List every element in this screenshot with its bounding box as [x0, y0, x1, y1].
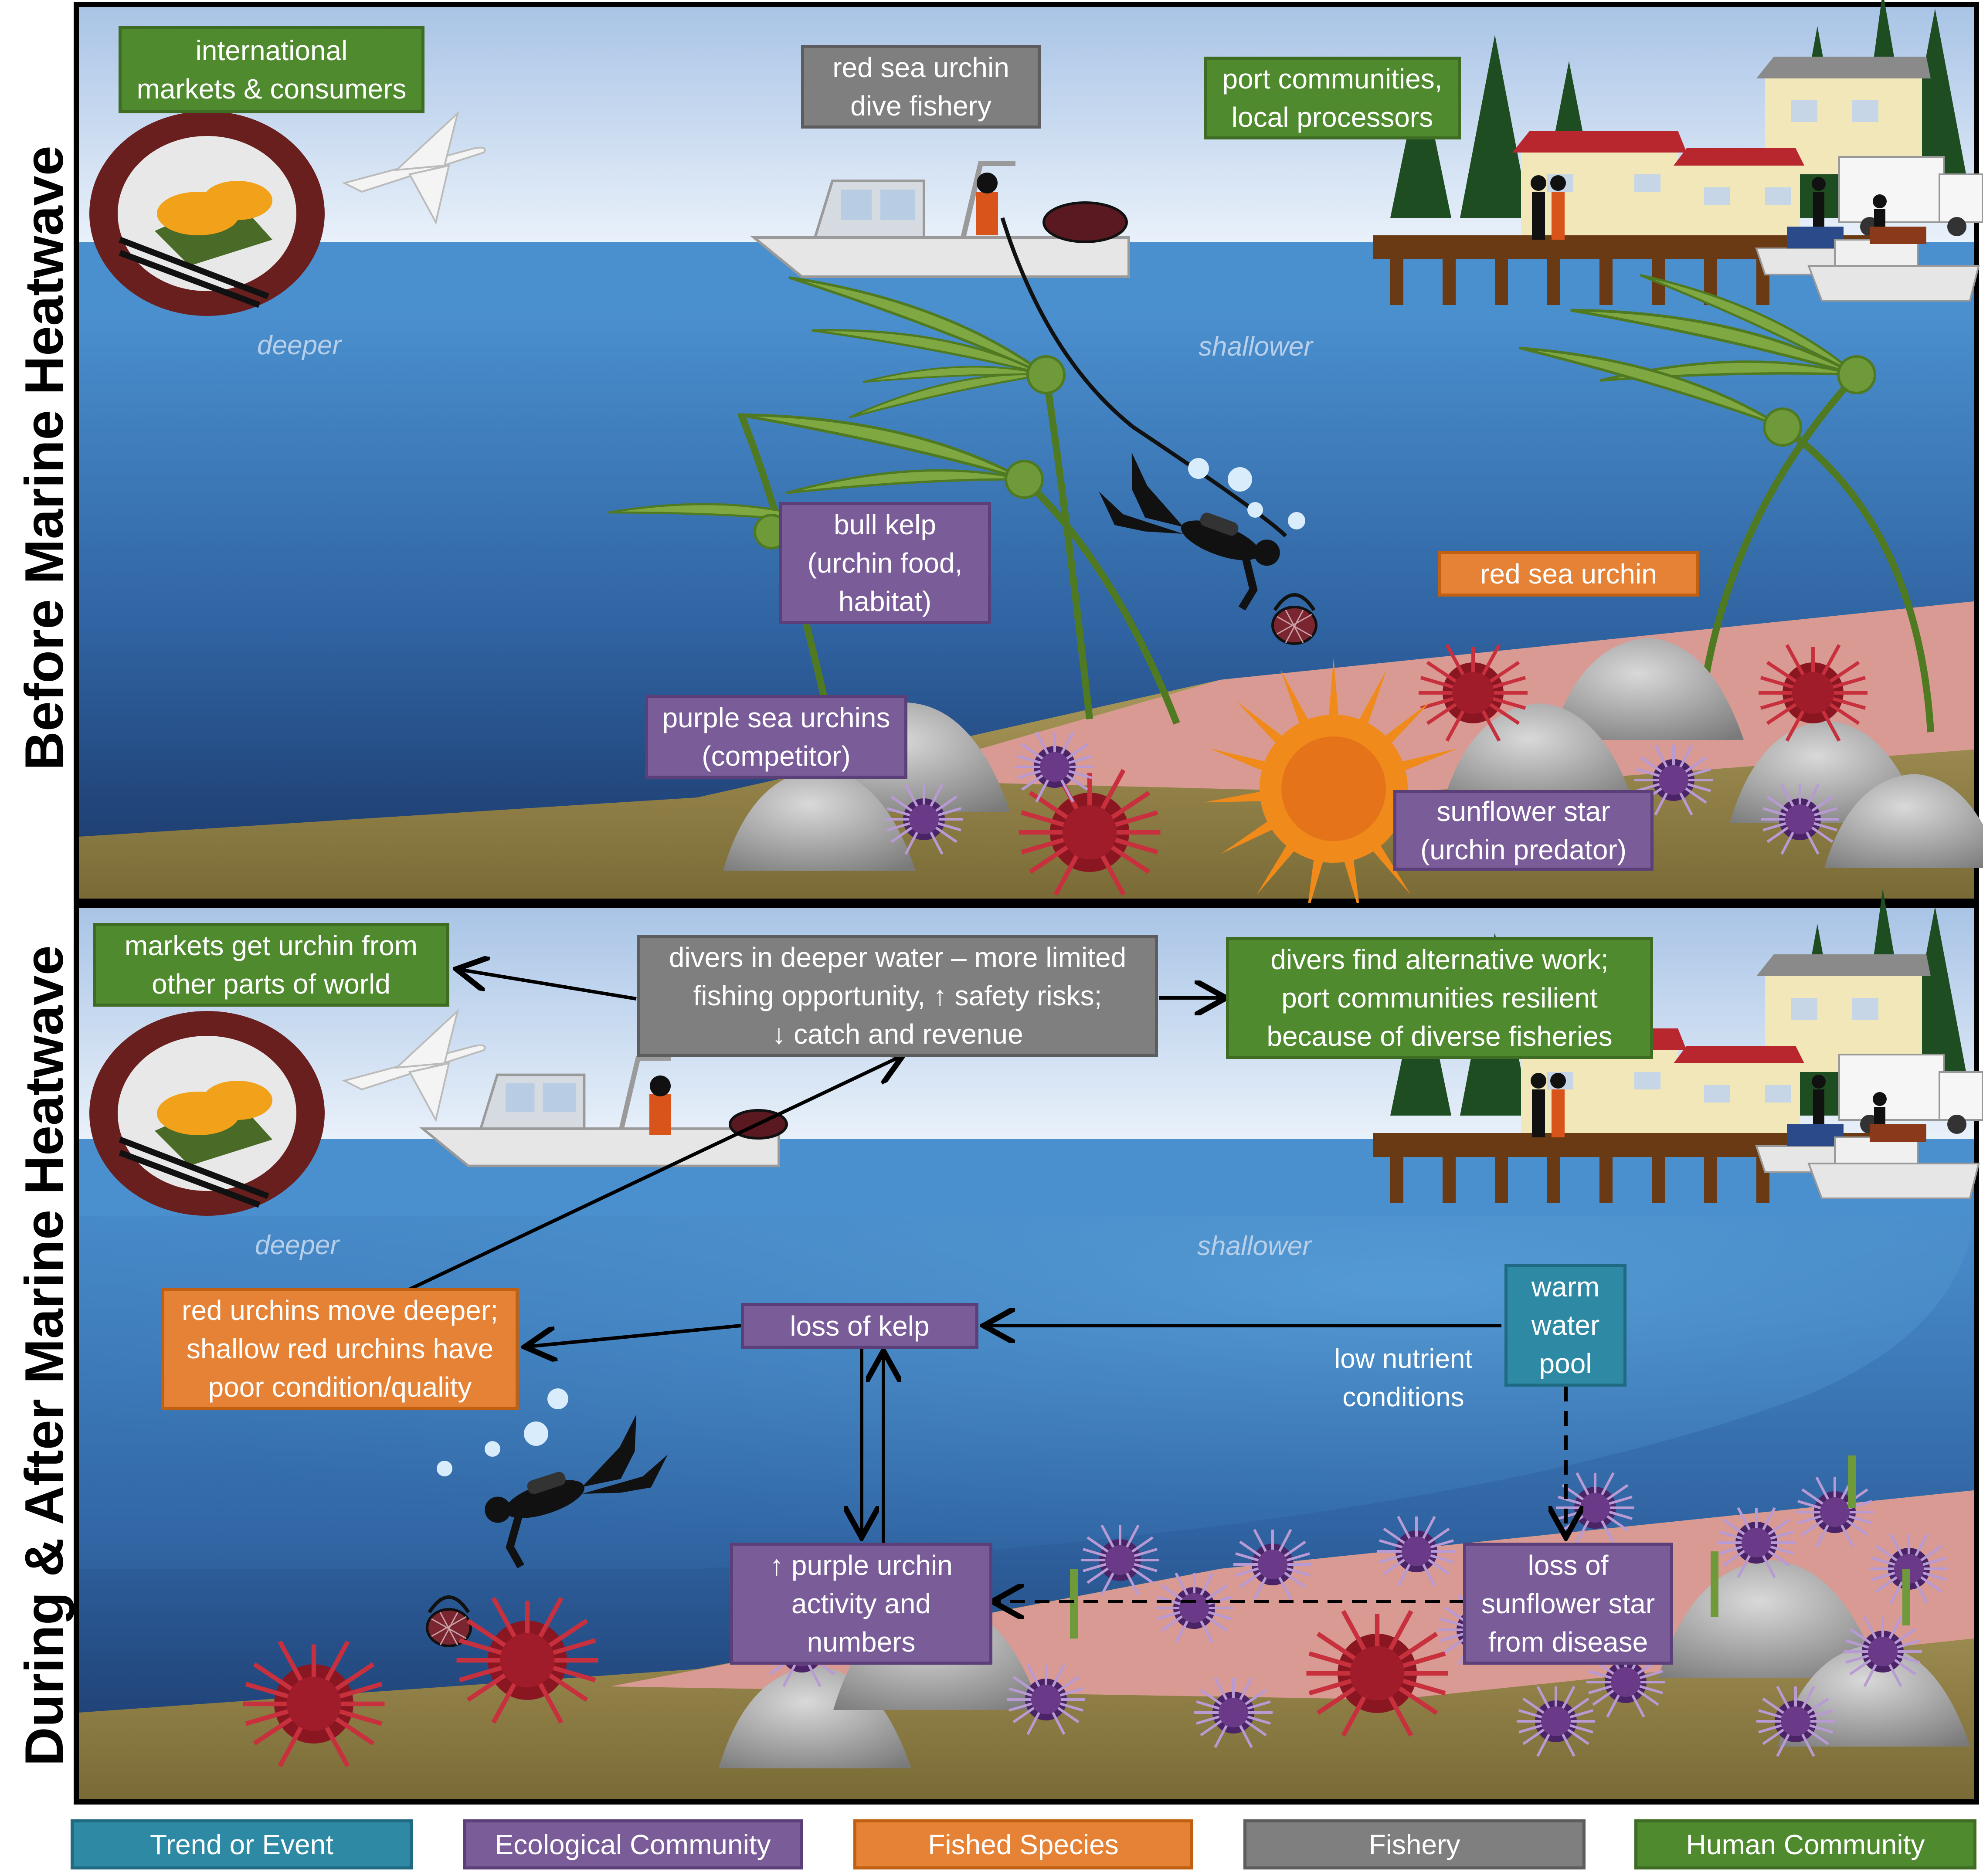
- label-purple-sea-urchins: purple sea urchins (competitor): [645, 695, 907, 779]
- label-alternative-work: divers find alternative work; port commu…: [1226, 937, 1653, 1059]
- fisherman-icon: [649, 1075, 671, 1135]
- legend-fished-species: Fished Species: [853, 1819, 1193, 1869]
- label-international-markets: international markets & consumers: [119, 26, 424, 113]
- depth-label-shallower: shallower: [1197, 1231, 1311, 1261]
- fisherman-icon: [976, 173, 998, 235]
- sushi-plate-icon: [89, 1011, 325, 1216]
- causal-arrows: [352, 970, 1566, 1601]
- panel-before: [74, 0, 1983, 917]
- label-dive-fishery: red sea urchin dive fishery: [801, 45, 1041, 129]
- label-purple-urchin-activity: ↑ purple urchin activity and numbers: [730, 1543, 992, 1665]
- arrow-divers-to-markets: [460, 970, 637, 1001]
- depth-label-deeper: deeper: [257, 330, 342, 360]
- depth-label-deeper: deeper: [255, 1230, 340, 1260]
- label-markets-other-parts: markets get urchin from other parts of w…: [93, 923, 449, 1007]
- label-loss-of-sunflower-star: loss of sunflower star from disease: [1463, 1543, 1673, 1665]
- legend-fishery: Fishery: [1243, 1819, 1586, 1869]
- bubble-icon: [437, 1388, 568, 1476]
- arrow-losskelp-to-reddeeper: [528, 1324, 741, 1347]
- label-divers-deeper-water: divers in deeper water – more limited fi…: [637, 935, 1158, 1057]
- legend-ecological-community: Ecological Community: [463, 1819, 803, 1869]
- bubble-icon: [1188, 458, 1305, 529]
- label-low-nutrient-conditions: low nutrient conditions: [1334, 1344, 1473, 1412]
- kelp-forest-right: [1516, 267, 1934, 733]
- kelp-stubs: [1070, 1455, 1910, 1639]
- panel-title-before: Before Marine Heatwave: [14, 146, 75, 770]
- depth-label-shallower: shallower: [1199, 332, 1313, 362]
- label-red-urchins-move-deeper: red urchins move deeper; shallow red urc…: [161, 1288, 519, 1410]
- sushi-plate-icon: [89, 111, 325, 316]
- label-warm-water-pool: warm water pool: [1504, 1264, 1626, 1387]
- sunflower-star-icon: [1203, 658, 1464, 917]
- label-loss-of-kelp: loss of kelp: [741, 1303, 978, 1349]
- pink-reef: [872, 601, 1974, 793]
- label-bull-kelp: bull kelp (urchin food, habitat): [779, 502, 991, 624]
- label-red-sea-urchin: red sea urchin: [1438, 551, 1699, 597]
- arrow-reddeeper-to-divers: [352, 1057, 900, 1318]
- legend-trend-or-event: Trend or Event: [71, 1819, 413, 1869]
- urchin-catch-icon: [1042, 201, 1128, 243]
- panel-title-after: During & After Marine Heatwave: [14, 945, 75, 1766]
- label-sunflower-star: sunflower star (urchin predator): [1393, 790, 1654, 871]
- label-port-communities: port communities, local processors: [1204, 57, 1461, 139]
- legend-human-community: Human Community: [1634, 1819, 1976, 1869]
